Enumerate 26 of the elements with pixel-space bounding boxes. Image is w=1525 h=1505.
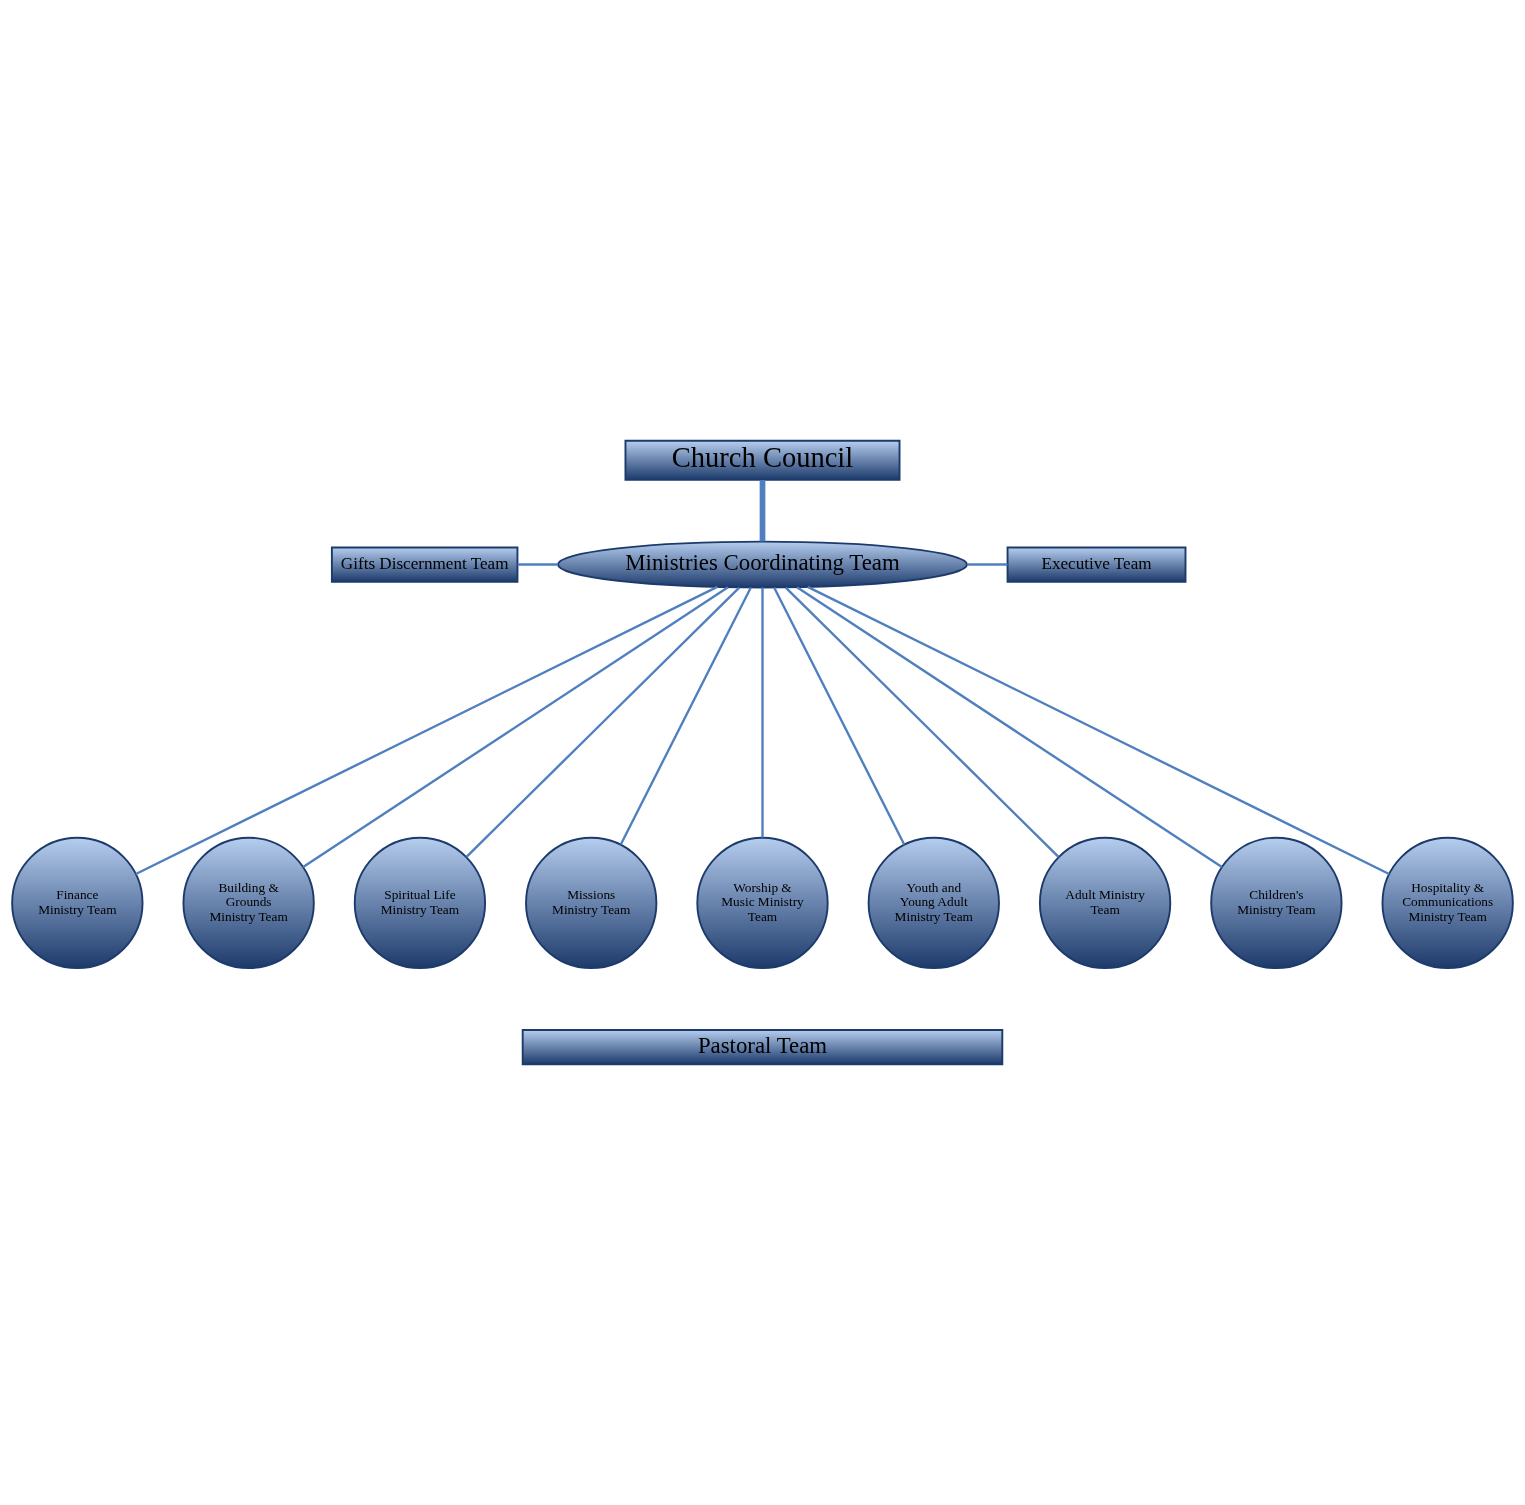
node-box: Gifts Discernment Team [330, 546, 519, 583]
connector [784, 586, 1060, 858]
node-circle: Children's Ministry Team [1210, 836, 1343, 970]
node-circle: Building & Grounds Ministry Team [182, 836, 315, 970]
node-circle: Youth and Young Adult Ministry Team [867, 836, 1000, 970]
connector [761, 587, 764, 838]
node-ellipse: Ministries Coordinating Team [557, 540, 968, 589]
node-circle: Hospitality & Communications Ministry Team [1381, 836, 1514, 970]
connector [807, 585, 1390, 876]
node-circle: Missions Ministry Team [525, 836, 658, 970]
connector [796, 586, 1223, 868]
node-circle: Finance Ministry Team [11, 836, 144, 970]
connector [773, 587, 906, 845]
node-box: Pastoral Team [521, 1029, 1004, 1066]
connector [967, 563, 1008, 566]
node-circle: Adult Ministry Team [1038, 836, 1172, 970]
node-circle: Spiritual Life Ministry Team [353, 836, 487, 970]
node-box: Church Council [624, 439, 901, 481]
node-box: Executive Team [1006, 546, 1187, 583]
connector [759, 480, 766, 542]
connector [135, 585, 718, 876]
connector [302, 586, 729, 868]
connector [465, 586, 741, 858]
connector [517, 563, 558, 566]
node-circle: Worship & Music Ministry Team [696, 836, 829, 970]
connector [619, 587, 752, 845]
